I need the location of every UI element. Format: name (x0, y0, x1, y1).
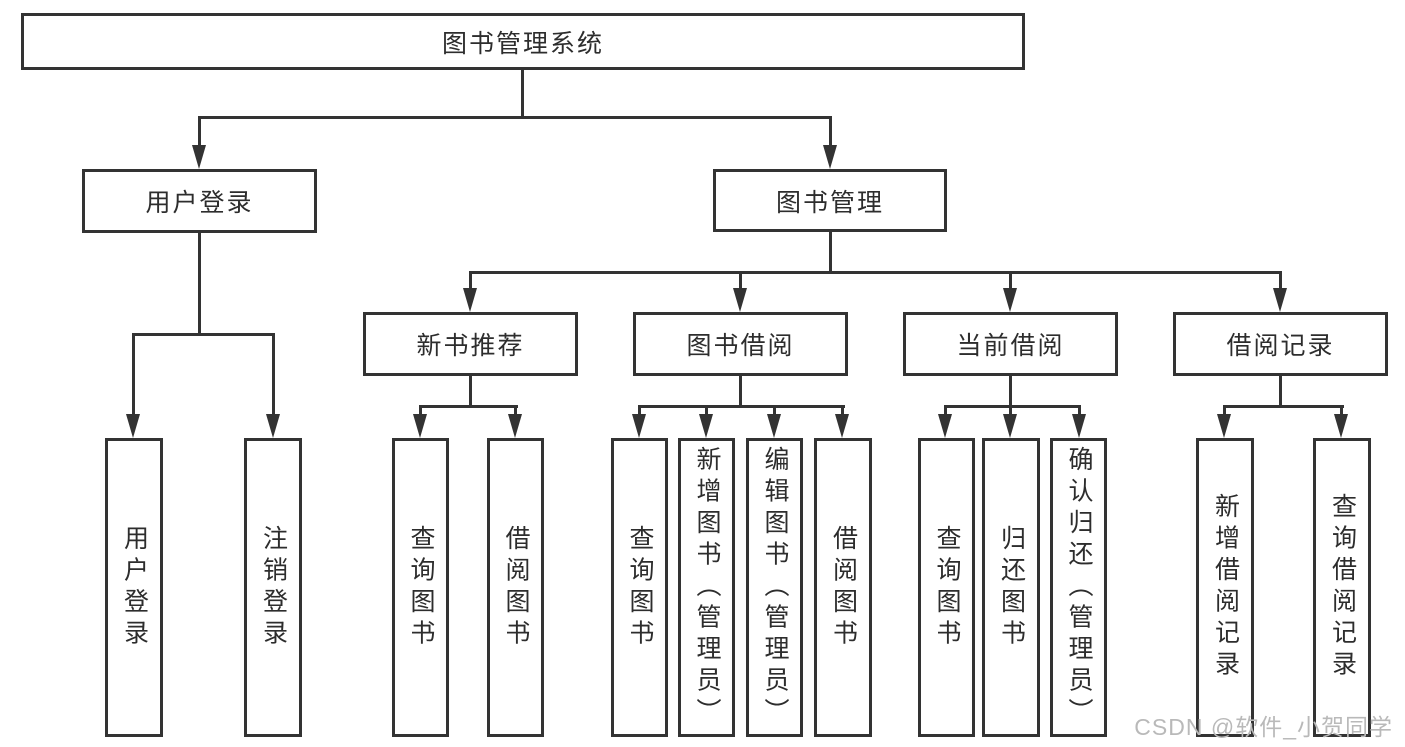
node-current-borrow: 当前借阅 (903, 312, 1118, 376)
leaf-borrow-books-label: 借阅图书 (829, 524, 858, 651)
connector-vertical (739, 376, 742, 408)
connector-vertical (198, 233, 201, 336)
leaf-borrow-books: 借阅图书 (814, 438, 872, 737)
node-user-login-label: 用户登录 (145, 189, 254, 217)
leaf-query-borrow-record: 查询借阅记录 (1313, 438, 1371, 737)
leaf-user-login-label: 用户登录 (120, 524, 149, 651)
connector-vertical (1009, 271, 1012, 288)
arrowhead-down-icon (508, 414, 522, 438)
connector-vertical (841, 405, 844, 415)
leaf-return-book-label: 归还图书 (997, 524, 1026, 651)
connector-vertical (829, 116, 832, 147)
node-current-borrow-label: 当前借阅 (956, 332, 1065, 360)
arrowhead-down-icon (835, 414, 849, 438)
leaf-return-book: 归还图书 (982, 438, 1040, 737)
leaf-confirm-return-admin-label: 确认归还（管理员） (1065, 445, 1093, 730)
connector-horizontal (419, 405, 518, 408)
leaf-query-books-recommend: 查询图书 (392, 438, 449, 737)
leaf-add-borrow-record-label: 新增借阅记录 (1211, 493, 1240, 682)
arrowhead-down-icon (632, 414, 646, 438)
connector-horizontal (944, 405, 1081, 408)
node-root: 图书管理系统 (21, 13, 1025, 70)
node-book-borrow-label: 图书借阅 (686, 332, 795, 360)
arrowhead-down-icon (938, 414, 952, 438)
leaf-add-book-admin: 新增图书（管理员） (678, 438, 735, 737)
leaf-query-books-borrow: 查询图书 (611, 438, 668, 737)
node-book-borrow: 图书借阅 (633, 312, 848, 376)
node-borrow-records-label: 借阅记录 (1226, 332, 1335, 360)
leaf-edit-book-admin: 编辑图书（管理员） (746, 438, 803, 737)
node-book-management: 图书管理 (713, 169, 947, 232)
arrowhead-down-icon (463, 288, 477, 312)
connector-vertical (469, 376, 472, 408)
connector-vertical (944, 405, 947, 415)
node-borrow-records: 借阅记录 (1173, 312, 1388, 376)
connector-vertical (829, 232, 832, 274)
node-new-book-recommend: 新书推荐 (363, 312, 578, 376)
connector-vertical (1078, 405, 1081, 415)
leaf-logout: 注销登录 (244, 438, 302, 737)
node-root-label: 图书管理系统 (441, 29, 604, 58)
arrowhead-down-icon (699, 414, 713, 438)
connector-vertical (1279, 271, 1282, 288)
connector-vertical (1009, 405, 1012, 415)
connector-vertical (638, 405, 641, 415)
arrowhead-down-icon (1003, 414, 1017, 438)
leaf-edit-book-admin-label: 编辑图书（管理员） (761, 445, 789, 730)
arrowhead-down-icon (1072, 414, 1086, 438)
arrowhead-down-icon (823, 145, 837, 169)
watermark: CSDN @软件_小贺同学 (1134, 714, 1393, 740)
leaf-query-books-borrow-label: 查询图书 (626, 524, 654, 651)
arrowhead-down-icon (266, 414, 280, 438)
arrowhead-down-icon (733, 288, 747, 312)
connector-vertical (773, 405, 776, 415)
node-new-book-recommend-label: 新书推荐 (416, 332, 525, 360)
connector-horizontal (198, 116, 832, 119)
arrowhead-down-icon (767, 414, 781, 438)
leaf-query-books-recommend-label: 查询图书 (407, 524, 435, 651)
leaf-borrow-books-recommend-label: 借阅图书 (502, 524, 530, 651)
arrowhead-down-icon (192, 145, 206, 169)
connector-vertical (1340, 405, 1343, 415)
connector-vertical (272, 333, 275, 414)
connector-vertical (1009, 376, 1012, 408)
connector-vertical (469, 271, 472, 288)
leaf-confirm-return-admin: 确认归还（管理员） (1050, 438, 1107, 737)
connector-vertical (514, 405, 517, 415)
connector-vertical (198, 116, 201, 147)
connector-horizontal (638, 405, 845, 408)
connector-vertical (132, 333, 135, 414)
connector-vertical (705, 405, 708, 415)
connector-horizontal (469, 271, 1282, 274)
leaf-query-books-current: 查询图书 (918, 438, 975, 737)
connector-vertical (521, 70, 524, 118)
connector-vertical (419, 405, 422, 415)
connector-vertical (1279, 376, 1282, 408)
arrowhead-down-icon (413, 414, 427, 438)
leaf-query-borrow-record-label: 查询借阅记录 (1328, 493, 1357, 682)
leaf-user-login: 用户登录 (105, 438, 163, 737)
leaf-borrow-books-recommend: 借阅图书 (487, 438, 544, 737)
connector-vertical (739, 271, 742, 288)
arrowhead-down-icon (1003, 288, 1017, 312)
arrowhead-down-icon (1273, 288, 1287, 312)
node-user-login: 用户登录 (82, 169, 317, 233)
leaf-add-borrow-record: 新增借阅记录 (1196, 438, 1254, 737)
leaf-logout-label: 注销登录 (259, 524, 288, 651)
leaf-add-book-admin-label: 新增图书（管理员） (693, 445, 721, 730)
arrowhead-down-icon (126, 414, 140, 438)
node-book-management-label: 图书管理 (775, 188, 884, 217)
leaf-query-books-current-label: 查询图书 (933, 524, 961, 651)
connector-horizontal (1223, 405, 1344, 408)
connector-vertical (1223, 405, 1226, 415)
arrowhead-down-icon (1334, 414, 1348, 438)
connector-horizontal (132, 333, 275, 336)
arrowhead-down-icon (1217, 414, 1231, 438)
